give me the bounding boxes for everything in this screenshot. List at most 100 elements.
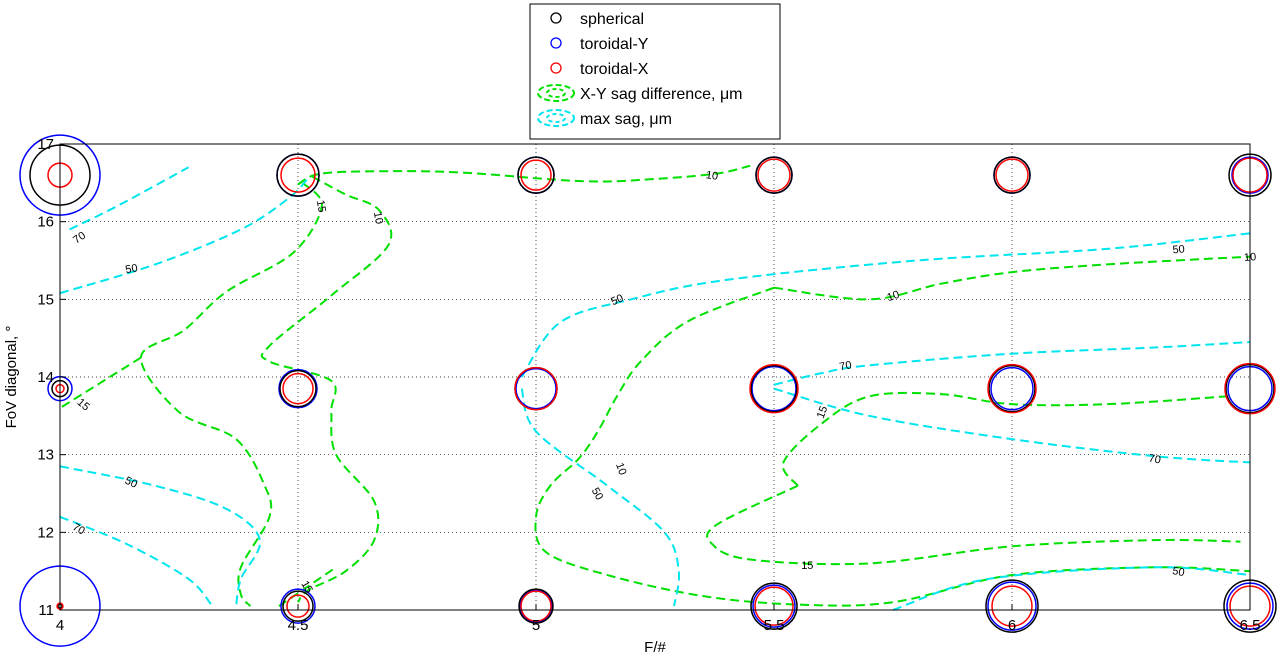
y-tick-label: 17 — [37, 136, 54, 153]
legend-swatch — [546, 88, 566, 98]
contour-level-label: 70 — [838, 359, 852, 373]
spherical-marker — [755, 156, 793, 194]
contour-level-label: 70 — [70, 521, 87, 538]
toroidal-y-marker — [278, 368, 318, 409]
contour-line — [139, 182, 323, 607]
contour-level-label: 50 — [1171, 565, 1185, 579]
toroidal-y-marker — [751, 365, 797, 412]
contour-line — [706, 484, 1241, 566]
toroidal-x-marker — [995, 158, 1029, 192]
legend-label: X-Y sag difference, μm — [580, 86, 742, 103]
spherical-marker — [276, 153, 320, 197]
contour-level-label: 70 — [71, 230, 88, 247]
legend-box — [529, 3, 781, 140]
x-tick-label: 6 — [1008, 617, 1016, 634]
contour-line — [59, 356, 142, 409]
x-tick-label: 4 — [56, 617, 64, 634]
contour-level-label: 10 — [705, 169, 719, 183]
toroidal-x-marker — [280, 157, 316, 193]
toroidal-x-marker — [991, 585, 1033, 627]
spherical-marker — [518, 588, 554, 624]
toroidal-x-marker — [987, 363, 1037, 414]
legend-swatch — [537, 84, 575, 102]
toroidal-x-marker — [520, 159, 552, 191]
toroidal-y-marker — [752, 584, 796, 628]
toroidal-x-marker — [286, 594, 310, 618]
contour-level-label: 10 — [371, 211, 385, 225]
x-tick-label: 4.5 — [288, 617, 309, 634]
y-tick-label: 11 — [38, 602, 54, 619]
contour-line — [59, 178, 309, 295]
legend: spherical toroidal-Y toroidal-X X-Y sag dif… — [529, 3, 781, 140]
toroidal-x-marker — [757, 158, 791, 192]
axis-ticks: 4 4.5 5 5.5 6 6.5 11 12 13 14 15 16 17 — [37, 136, 1260, 634]
x-tick-label: 5.5 — [764, 617, 785, 634]
spherical-marker — [279, 369, 317, 408]
contour-line — [69, 166, 189, 231]
x-axis-label: F/# — [644, 639, 666, 656]
spherical-marker — [988, 364, 1036, 413]
contour-level-label: 70 — [1148, 453, 1162, 467]
legend-label: toroidal-X — [580, 61, 649, 78]
spherical-marker — [750, 364, 798, 413]
legend-swatch — [550, 62, 562, 74]
contour-line — [773, 341, 1251, 386]
contour-level-label: 15 — [298, 579, 315, 596]
legend-swatch — [550, 37, 562, 49]
spherical-marker — [282, 590, 314, 622]
contour-line — [520, 232, 1251, 378]
contour-line — [297, 164, 751, 186]
spherical-marker — [985, 579, 1039, 633]
contour-line — [59, 465, 261, 607]
contour-level-label: 10 — [613, 461, 628, 477]
contour-level-label: 50 — [1172, 243, 1185, 256]
x-tick-label: 5 — [532, 617, 540, 634]
legend-swatch — [546, 113, 566, 123]
contour-level-label: 50 — [124, 262, 138, 276]
y-tick-label: 15 — [37, 291, 54, 308]
contour-line — [773, 387, 1251, 464]
contour-line — [278, 566, 337, 607]
contour-level-label: 15 — [314, 199, 328, 213]
y-tick-label: 16 — [37, 214, 54, 231]
spherical-marker — [517, 156, 555, 194]
legend-label: spherical — [580, 11, 644, 28]
toroidal-y-marker — [280, 588, 316, 624]
y-tick-label: 13 — [37, 447, 54, 464]
legend-swatch — [550, 12, 562, 24]
legend-swatch — [537, 109, 575, 127]
legend-label: max sag, μm — [580, 111, 672, 128]
toroidal-y-marker — [987, 581, 1037, 631]
contour-line — [781, 391, 1227, 487]
contour-level-label: 50 — [123, 475, 139, 491]
toroidal-x-marker — [754, 586, 794, 626]
y-tick-label: 14 — [37, 369, 54, 386]
contour-level-label: 15 — [815, 404, 830, 420]
grid — [59, 143, 1251, 611]
toroidal-x-marker — [520, 590, 552, 622]
contour-line — [773, 255, 1251, 301]
contour-line — [520, 388, 681, 607]
contour-line — [59, 515, 214, 607]
y-axis-label: FoV diagonal, ° — [3, 326, 20, 429]
toroidal-x-marker — [749, 363, 799, 414]
toroidal-y-marker — [515, 367, 557, 410]
contour-line — [534, 286, 1251, 607]
spherical-marker — [993, 156, 1031, 194]
x-tick-label: 6.5 — [1240, 617, 1261, 634]
contour-line — [260, 175, 393, 603]
contour-level-label: 50 — [589, 486, 606, 503]
contour-line — [892, 566, 1251, 611]
plot-frame — [59, 143, 1251, 611]
toroidal-y-marker — [990, 366, 1034, 411]
spherical-marker — [750, 582, 798, 630]
contour-level-label: 50 — [609, 292, 625, 308]
y-tick-label: 12 — [37, 524, 54, 541]
toroidal-x-marker — [514, 366, 558, 411]
legend-label: toroidal-Y — [580, 36, 649, 53]
contour-level-label: 10 — [886, 289, 902, 304]
toroidal-y-marker — [519, 589, 553, 623]
